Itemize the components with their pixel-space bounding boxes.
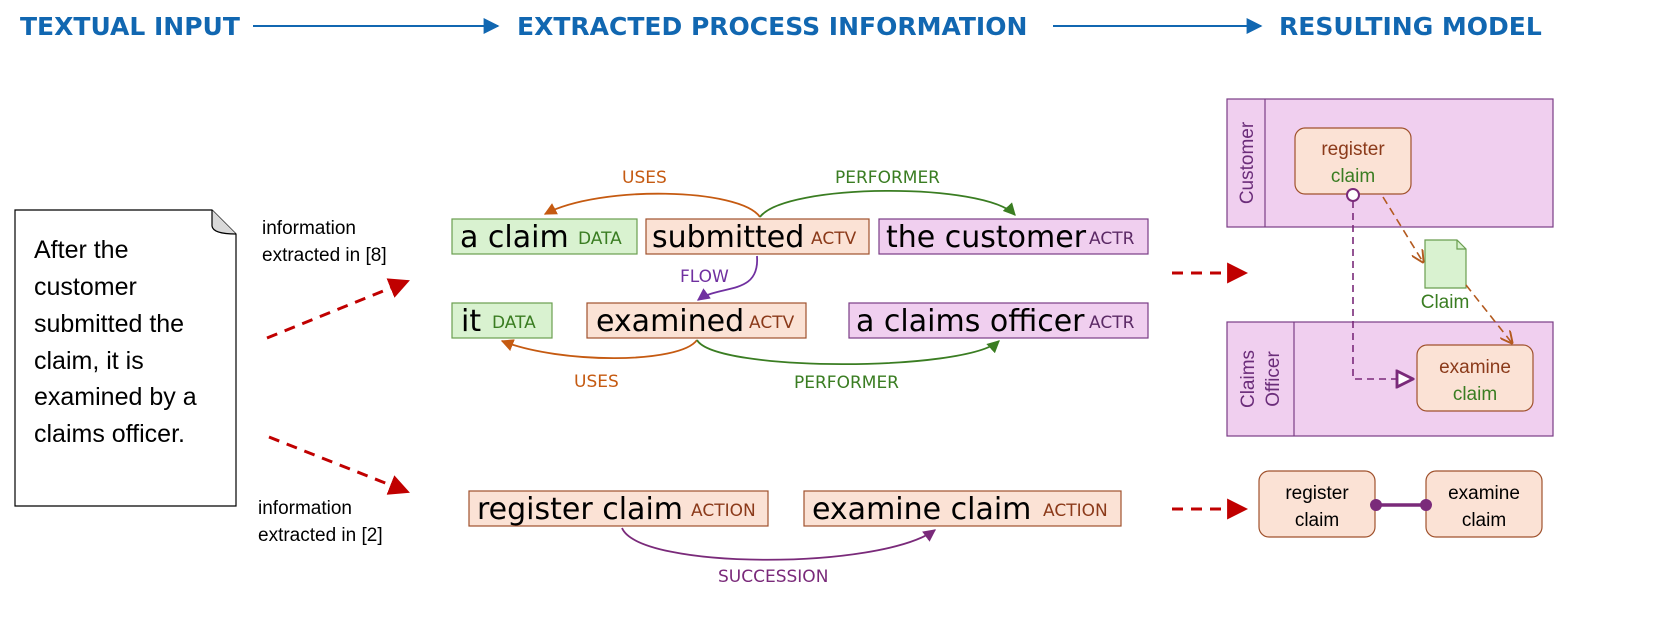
lane-customer-label: Customer bbox=[1237, 121, 1258, 204]
bpmn-examine-line-1: examine bbox=[1439, 357, 1511, 378]
token-examined: examined ACTV bbox=[586, 302, 807, 339]
bpmn-message-flow bbox=[1352, 201, 1413, 379]
bpmn-message-flow-start bbox=[1346, 188, 1360, 202]
token-it-text: it bbox=[461, 304, 481, 339]
token-claims-officer-tag: ACTR bbox=[1089, 313, 1135, 333]
seq-connector-start bbox=[1370, 499, 1382, 511]
token-it-tag: DATA bbox=[492, 313, 536, 333]
token-the-customer: the customer ACTR bbox=[878, 218, 1149, 255]
note-bottom-line-2: extracted in [2] bbox=[258, 525, 383, 546]
document-line-6: claims officer. bbox=[34, 420, 185, 448]
bpmn-data-object-claim: Claim bbox=[1421, 239, 1470, 313]
token-register-claim-text: register claim bbox=[477, 492, 683, 527]
seq-connector-end bbox=[1420, 499, 1432, 511]
bpmn-pool-customer: Customer bbox=[1226, 98, 1554, 228]
relation-performer-bottom-label: PERFORMER bbox=[794, 373, 899, 393]
relation-flow-label: FLOW bbox=[680, 267, 729, 287]
token-a-claim-text: a claim bbox=[460, 220, 569, 255]
relation-uses-bottom-label: USES bbox=[574, 372, 619, 392]
relation-succession bbox=[621, 527, 937, 561]
token-claims-officer-text: a claims officer bbox=[856, 304, 1085, 339]
bpmn-register-line-2: claim bbox=[1331, 166, 1375, 187]
dashed-arrow-doc-to-top bbox=[266, 278, 410, 340]
header-textual-input: TEXTUAL INPUT bbox=[20, 12, 240, 41]
dashed-arrow-doc-to-bottom bbox=[268, 435, 410, 495]
relation-performer-top bbox=[759, 189, 1016, 218]
token-a-claim-tag: DATA bbox=[578, 229, 622, 249]
note-top-line-2: extracted in [8] bbox=[262, 245, 387, 266]
seq-examine-line-1: examine bbox=[1448, 483, 1520, 504]
data-object-shape bbox=[1424, 239, 1467, 289]
relation-performer-bottom bbox=[696, 339, 1000, 365]
token-examine-claim: examine claim ACTION bbox=[803, 490, 1122, 527]
token-the-customer-tag: ACTR bbox=[1089, 229, 1135, 249]
token-register-claim: register claim ACTION bbox=[468, 490, 769, 527]
bpmn-task-register-claim: register claim bbox=[1294, 127, 1412, 195]
document-line-3: submitted the bbox=[34, 310, 184, 338]
token-examine-claim-text: examine claim bbox=[812, 492, 1031, 527]
bpmn-task-examine-claim: examine claim bbox=[1416, 344, 1534, 412]
textual-input-document: After the customer submitted the claim, … bbox=[14, 209, 237, 507]
document-fold bbox=[211, 210, 237, 235]
relation-flow bbox=[696, 255, 758, 301]
token-submitted-tag: ACTV bbox=[811, 229, 857, 249]
note-top-line-1: information bbox=[262, 218, 356, 239]
token-register-claim-tag: ACTION bbox=[691, 501, 756, 521]
token-claims-officer: a claims officer ACTR bbox=[848, 302, 1149, 339]
seq-task-examine-claim: examine claim bbox=[1425, 470, 1543, 538]
token-submitted-text: submitted bbox=[652, 220, 804, 255]
lane-officer-label-1: Claims bbox=[1238, 350, 1259, 408]
token-submitted: submitted ACTV bbox=[645, 218, 870, 255]
token-examined-tag: ACTV bbox=[749, 313, 795, 333]
bpmn-examine-line-2: claim bbox=[1453, 384, 1497, 405]
seq-register-line-1: register bbox=[1285, 483, 1349, 504]
document-line-1: After the bbox=[34, 236, 129, 264]
seq-register-line-2: claim bbox=[1295, 510, 1339, 531]
data-object-label: Claim bbox=[1421, 292, 1470, 313]
token-examine-claim-tag: ACTION bbox=[1043, 501, 1108, 521]
relation-succession-label: SUCCESSION bbox=[718, 567, 828, 587]
header-extracted-info: EXTRACTED PROCESS INFORMATION bbox=[517, 12, 1027, 41]
document-line-4: claim, it is bbox=[34, 347, 144, 375]
note-bottom-line-1: information bbox=[258, 498, 352, 519]
relation-uses-top bbox=[543, 192, 761, 218]
relation-performer-top-label: PERFORMER bbox=[835, 168, 940, 188]
token-it: it DATA bbox=[451, 302, 553, 339]
relation-uses-bottom bbox=[500, 339, 698, 359]
data-object-fold bbox=[1456, 240, 1466, 250]
bpmn-register-line-1: register bbox=[1321, 139, 1385, 160]
document-line-2: customer bbox=[34, 273, 137, 301]
token-a-claim: a claim DATA bbox=[451, 218, 638, 255]
token-the-customer-text: the customer bbox=[886, 220, 1087, 255]
document-line-5: examined by a bbox=[34, 383, 197, 411]
header-resulting-model: RESULTING MODEL bbox=[1279, 12, 1542, 41]
relation-uses-top-label: USES bbox=[622, 168, 667, 188]
document-page bbox=[14, 209, 237, 507]
seq-examine-line-2: claim bbox=[1462, 510, 1506, 531]
lane-officer-label-2: Officer bbox=[1263, 351, 1284, 407]
token-examined-text: examined bbox=[596, 304, 744, 339]
seq-task-register-claim: register claim bbox=[1258, 470, 1376, 538]
